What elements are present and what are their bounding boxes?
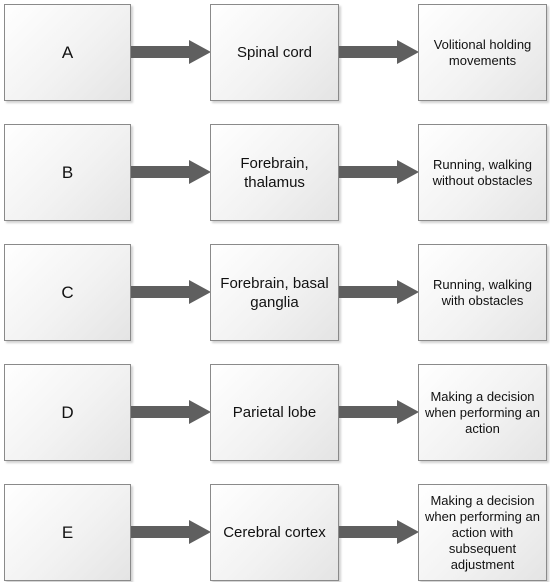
arrow-icon <box>131 160 211 184</box>
arrow-icon <box>339 400 419 424</box>
letter-box-a: A <box>4 4 131 101</box>
letter-box-d: D <box>4 364 131 461</box>
arrow-icon <box>339 280 419 304</box>
function-label: Making a decision when performing an act… <box>425 388 540 436</box>
letter-label: A <box>61 42 74 62</box>
function-box-b: Running, walking without obstacles <box>418 124 547 221</box>
arrow-icon <box>131 280 211 304</box>
arrow-icon <box>131 40 211 64</box>
letter-label: E <box>61 522 74 542</box>
letter-box-e: E <box>4 484 131 581</box>
letter-label: D <box>61 402 74 422</box>
letter-box-c: C <box>4 244 131 341</box>
function-label: Running, walking with obstacles <box>432 276 532 308</box>
structure-box-c: Forebrain, basal ganglia <box>210 244 339 341</box>
structure-label: Cerebral cortex <box>223 524 326 541</box>
arrow-icon <box>339 40 419 64</box>
structure-label: Spinal cord <box>236 44 313 61</box>
letter-label: C <box>61 282 74 302</box>
structure-label: Parietal lobe <box>232 404 317 421</box>
function-label: Running, walking without obstacles <box>432 156 533 188</box>
letter-box-b: B <box>4 124 131 221</box>
structure-box-e: Cerebral cortex <box>210 484 339 581</box>
function-box-d: Making a decision when performing an act… <box>418 364 547 461</box>
structure-box-a: Spinal cord <box>210 4 339 101</box>
function-box-e: Making a decision when performing an act… <box>418 484 547 581</box>
function-label: Making a decision when performing an act… <box>425 492 540 572</box>
arrow-icon <box>339 160 419 184</box>
structure-label: Forebrain, thalamus <box>240 154 309 191</box>
arrow-icon <box>131 520 211 544</box>
function-box-a: Volitional holding movements <box>418 4 547 101</box>
arrow-icon <box>131 400 211 424</box>
structure-box-b: Forebrain, thalamus <box>210 124 339 221</box>
arrow-icon <box>339 520 419 544</box>
function-label: Volitional holding movements <box>433 36 532 68</box>
structure-box-d: Parietal lobe <box>210 364 339 461</box>
structure-label: Forebrain, basal ganglia <box>220 274 329 311</box>
letter-label: B <box>61 162 74 182</box>
function-box-c: Running, walking with obstacles <box>418 244 547 341</box>
